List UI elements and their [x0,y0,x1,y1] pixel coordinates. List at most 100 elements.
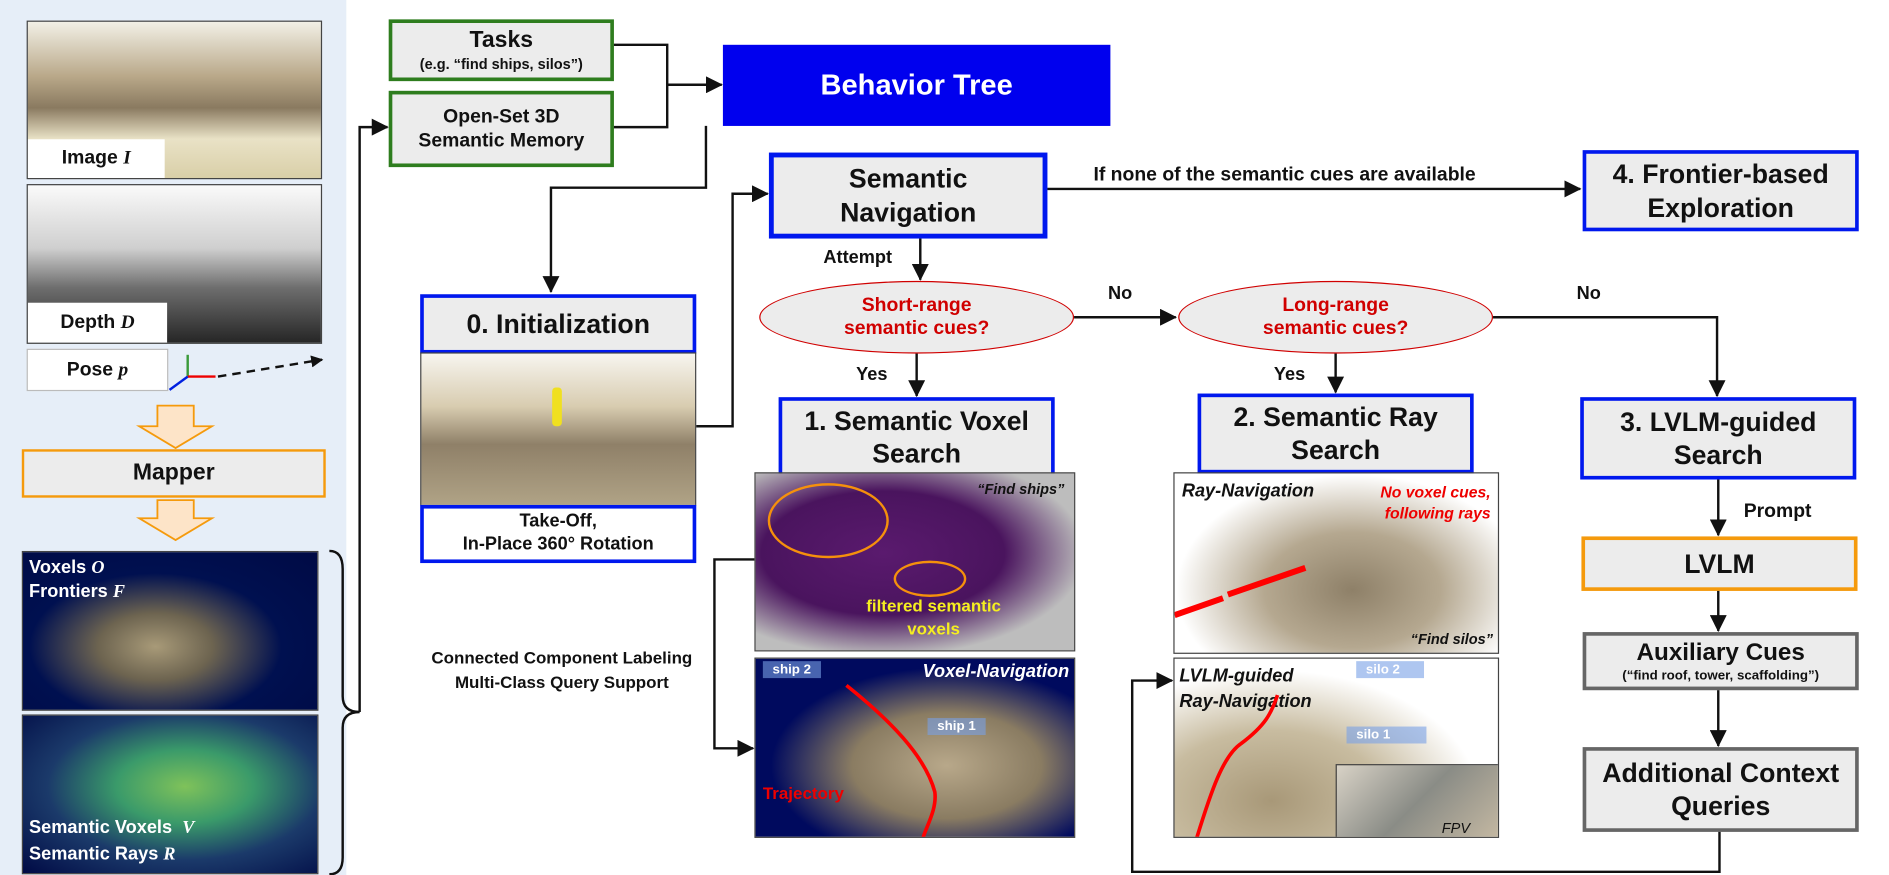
short-range-line1: Short-range [861,295,972,316]
pose-symbol: p [118,359,129,380]
voxels-label: Voxels O [29,557,104,579]
prompt-label: Prompt [1743,501,1812,522]
semantic-voxel-search-box: 1. Semantic Voxel Search [778,397,1055,478]
no-label-long: No [1576,283,1601,304]
long-range-line2: semantic cues? [1262,318,1409,340]
voxels-symbol: O [91,558,105,578]
no-voxel-line1: No voxel cues, [1380,483,1491,502]
semantic-voxels-text: Semantic Voxels [29,817,173,838]
semnav-line1: Semantic [848,163,968,194]
long-range-decision: Long-range semantic cues? [1178,280,1494,354]
ship2-tag: ship 2 [762,661,821,679]
tasks-box: Tasks (e.g. “find ships, silos”) [388,19,614,82]
memory-line1: Open-Set 3D [443,105,560,127]
semantic-map: Semantic Voxels V Semantic Rays R [21,714,319,875]
semantic-navigation-box: Semantic Navigation [768,152,1048,239]
filtered-line2: voxels [907,618,960,639]
context-line2: Queries [1671,790,1771,821]
ccl-note-line1: Connected Component Labeling [431,647,693,668]
init-to-semnav-arrow [696,185,769,428]
yes-label-short: Yes [856,364,888,386]
yes-label-long: Yes [1273,364,1306,386]
initialization-image [420,352,697,507]
no-voxel-line2: following rays [1384,503,1491,522]
frontiers-symbol: F [112,582,125,602]
ccl-note: Connected Component Labeling Multi-Class… [400,645,725,694]
trajectory-label: Trajectory [762,783,844,803]
highlight-circle [767,483,889,559]
frontier-line1: 4. Frontier-based [1612,158,1829,189]
pose-label-text: Pose [66,359,114,380]
caption-line2: In-Place 360° Rotation [462,534,654,555]
filtered-line1: filtered semantic [866,595,1001,616]
tasks-title: Tasks [469,28,534,54]
ray-search-line1: 2. Semantic Ray [1233,401,1438,432]
mapper-box: Mapper [21,449,326,498]
rgb-image: Image I [26,20,323,180]
filtered-voxels-label: filtered semantic voxels [843,595,1025,641]
find-silos-query: “Find silos” [1410,630,1494,648]
behavior-tree-box: Behavior Tree [722,44,1111,126]
ccl-note-line2: Multi-Class Query Support [454,672,669,692]
aux-example: (“find roof, tower, scaffolding”) [1622,667,1820,683]
silo2-tag: silo 2 [1356,661,1425,679]
semantic-ray-search-box: 2. Semantic Ray Search [1197,393,1474,474]
lvlm-ray-navigation-image: LVLM-guided Ray-Navigation silo 2 silo 1… [1173,657,1500,838]
attempt-label: Attempt [823,247,893,268]
depth-label: Depth D [27,302,168,343]
long-no-arrow [1493,316,1726,398]
semantic-rays-symbol: R [163,845,176,865]
image-label: Image I [27,139,165,179]
initialization-title: 0. Initialization [466,308,650,339]
trajectory-path [845,683,937,837]
initialization-caption: Take-Off, In-Place 360° Rotation [420,504,697,564]
drone-marker [552,387,562,427]
lvlm-search-line1: 3. LVLM-guided [1620,406,1817,437]
voxels-text: Voxels [29,557,87,578]
image-symbol: I [123,147,131,169]
short-range-decision: Short-range semantic cues? [759,280,1075,354]
semnav-line2: Navigation [840,196,977,228]
no-voxel-cues-note: No voxel cues, following rays [1380,483,1490,524]
ray-navigation-image: Ray-Navigation No voxel cues, following … [1173,472,1500,654]
semantic-memory-box: Open-Set 3D Semantic Memory [388,90,614,168]
aux-title: Auxiliary Cues [1636,638,1805,666]
frontier-exploration-box: 4. Frontier-based Exploration [1582,150,1859,232]
auxiliary-cues-box: Auxiliary Cues (“find roof, tower, scaff… [1582,632,1859,691]
voxel-search-line2: Search [872,438,962,469]
semantic-voxels-symbol: V [182,818,195,838]
depth-image: Depth D [26,184,323,344]
mapper-label: Mapper [132,460,215,486]
lvlm-guided-search-box: 3. LVLM-guided Search [1580,397,1857,480]
lvlm-label: LVLM [1684,548,1755,579]
highlight-circle [893,560,967,597]
ray-navigation-title: Ray-Navigation [1181,480,1315,502]
caption-line1: Take-Off, [519,511,597,532]
initialization-box: 0. Initialization [420,294,697,354]
voxel-navigation-title: Voxel-Navigation [922,661,1070,682]
pose-label: Pose p [26,348,169,392]
image-label-text: Image [61,147,118,169]
frontiers-label: Frontiers F [29,581,125,603]
tasks-example: (e.g. “find ships, silos”) [419,55,583,73]
semantic-rays-text: Semantic Rays [29,843,159,865]
lvlm-search-line2: Search [1673,439,1763,470]
semantic-voxel-image: “Find ships” filtered semantic voxels [754,472,1076,652]
lvlm-box: LVLM [1581,536,1858,591]
no-label-short: No [1107,283,1133,304]
depth-symbol: D [120,311,135,333]
ship1-tag: ship 1 [927,718,986,736]
semantic-rays-label: Semantic Rays R [29,844,175,866]
behavior-tree-label: Behavior Tree [820,68,1013,102]
frontiers-text: Frontiers [29,581,108,602]
additional-context-box: Additional Context Queries [1582,747,1859,832]
fpv-label: FPV [1441,819,1471,837]
voxel-search-line1: 1. Semantic Voxel [804,405,1029,436]
voxel-frontier-map: Voxels O Frontiers F [21,550,319,711]
frontier-line2: Exploration [1647,191,1794,223]
short-range-line2: semantic cues? [843,318,990,340]
long-range-line1: Long-range [1282,295,1389,316]
context-line1: Additional Context [1602,757,1840,788]
voxel-navigation-image: ship 2 ship 1 Voxel-Navigation Trajector… [754,657,1076,838]
